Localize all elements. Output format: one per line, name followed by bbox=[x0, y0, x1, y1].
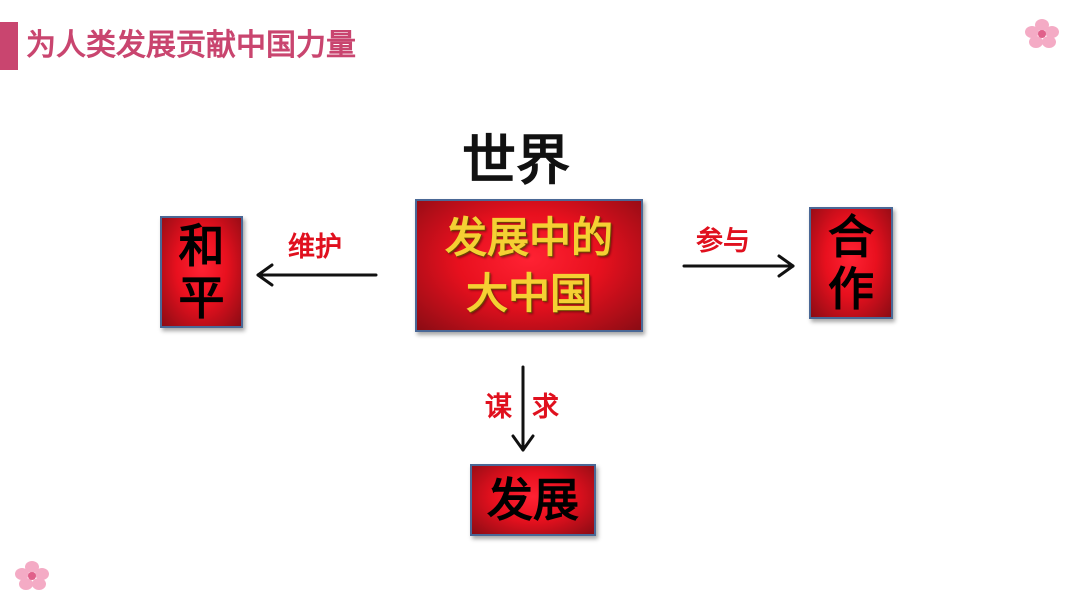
relation-seek-label-1: 谋 bbox=[485, 392, 512, 424]
relation-seek-label-2: 求 bbox=[532, 392, 559, 424]
relation-participate-label: 参与 bbox=[696, 226, 750, 258]
relation-protect-label: 维护 bbox=[288, 232, 342, 264]
